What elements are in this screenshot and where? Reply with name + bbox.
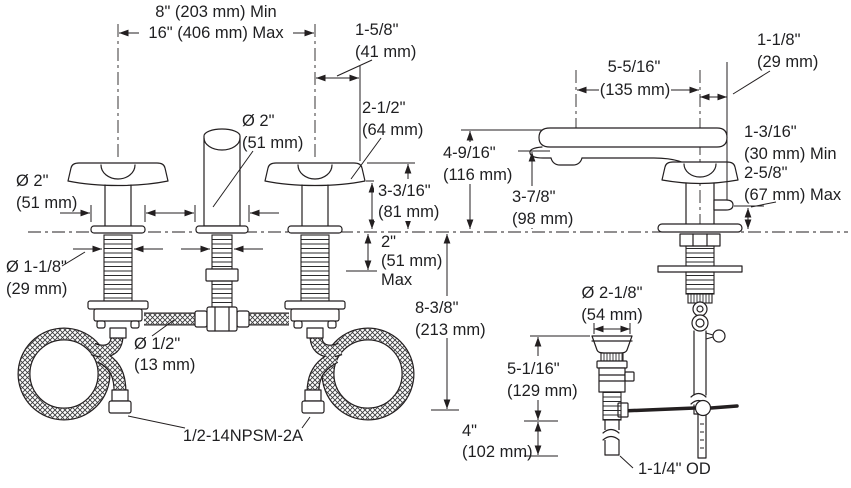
side-outlet bbox=[713, 199, 734, 211]
dim-handle-reach-2: (29 mm) bbox=[757, 53, 818, 71]
dim-thread-spec: 1/2-14NPSM-2A bbox=[183, 427, 303, 445]
dim-hose-dia-2: (13 mm) bbox=[134, 356, 195, 374]
dim-handle-reach-1: 1-1/8" bbox=[757, 31, 801, 49]
body-collar bbox=[661, 161, 739, 185]
dim-handle-height-1: 3-3/16" bbox=[378, 182, 431, 200]
right-dimensions: 5-5/16" (135 mm) 1-1/8" (29 mm) 1-3/16" … bbox=[439, 31, 842, 478]
dim-spout-reach-2: (135 mm) bbox=[600, 81, 671, 99]
dim-deck-range-2: (30 mm) Min bbox=[744, 145, 837, 163]
left-dimensions: 8" (203 mm) Min 16" (406 mm) Max 1-5/8" … bbox=[6, 3, 486, 445]
dim-shank-dia-2: (29 mm) bbox=[6, 280, 67, 298]
dim-deck-range-4: (67 mm) Max bbox=[744, 186, 842, 204]
dim-handle-edge-2: (41 mm) bbox=[355, 43, 416, 61]
dim-spout-height-2: (116 mm) bbox=[443, 166, 512, 184]
dim-outlet-height-1: 3-7/8" bbox=[512, 188, 556, 206]
dim-handle-clearance-1: 2-1/2" bbox=[362, 99, 406, 117]
dim-drain-upper-1: 5-1/16" bbox=[507, 360, 560, 378]
dim-drain-lower-2: (102 mm) bbox=[462, 443, 533, 461]
center-spout bbox=[194, 128, 250, 332]
dim-spread-min: 8" (203 mm) Min bbox=[155, 3, 276, 21]
widespread-faucet-view bbox=[24, 128, 408, 414]
lever-handle bbox=[538, 127, 728, 148]
dim-drain-lower-1: 4" bbox=[462, 422, 477, 440]
spout-aerator bbox=[550, 157, 583, 166]
dim-spread-max: 16" (406 mm) Max bbox=[148, 24, 284, 42]
right-handle bbox=[264, 162, 366, 339]
popup-linkage bbox=[617, 329, 739, 459]
dim-handle-height-2: (81 mm) bbox=[378, 203, 439, 221]
dim-deck-range-1: 1-3/16" bbox=[744, 123, 797, 141]
left-handle bbox=[67, 162, 169, 339]
drain-assembly bbox=[591, 335, 635, 456]
dim-handle-dia-1: Ø 2" bbox=[16, 172, 49, 190]
dim-spout-dia-1: Ø 2" bbox=[242, 112, 275, 130]
supply-hose-right bbox=[301, 334, 408, 414]
dim-drain-dia-1: Ø 2-1/8" bbox=[582, 284, 643, 302]
supply-hose-left bbox=[24, 334, 132, 414]
dim-shank-dia-1: Ø 1-1/8" bbox=[6, 258, 67, 276]
dim-hose-dia-1: Ø 1/2" bbox=[134, 335, 180, 353]
dim-supply-length-2: (213 mm) bbox=[415, 321, 486, 339]
dim-outlet-height-2: (98 mm) bbox=[512, 210, 573, 228]
single-control-faucet-view bbox=[529, 127, 743, 459]
dim-handle-dia-2: (51 mm) bbox=[16, 194, 77, 212]
dim-deck-thickness-1: 2" bbox=[381, 233, 396, 251]
dim-drain-dia-2: (54 mm) bbox=[581, 306, 642, 324]
dim-spout-height-1: 4-9/16" bbox=[443, 144, 496, 162]
dim-deck-range-3: 2-5/8" bbox=[744, 164, 788, 182]
dim-spout-dia-2: (51 mm) bbox=[242, 134, 303, 152]
dim-handle-clearance-2: (64 mm) bbox=[362, 121, 423, 139]
dim-deck-thickness-2: (51 mm) bbox=[381, 252, 442, 270]
dim-drain-upper-2: (129 mm) bbox=[507, 382, 578, 400]
dim-deck-thickness-3: Max bbox=[381, 271, 413, 289]
dim-supply-length-1: 8-3/8" bbox=[415, 299, 459, 317]
dim-tailpiece-od: 1-1/4" OD bbox=[638, 460, 711, 478]
dim-spout-reach-1: 5-5/16" bbox=[608, 58, 661, 76]
faucet-shank-assembly bbox=[657, 233, 743, 415]
dim-handle-edge-1: 1-5/8" bbox=[355, 21, 399, 39]
